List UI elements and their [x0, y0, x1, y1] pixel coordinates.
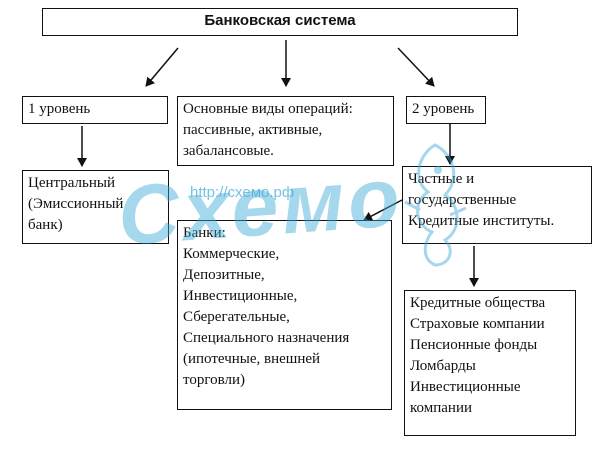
credit-organizations-box: Кредитные общества Страховые компании Пе… [404, 290, 576, 436]
arrow-title-to-level2 [397, 47, 435, 87]
central-bank-line: банк) [28, 217, 63, 233]
credit-orgs-line: Страховые компании [410, 316, 545, 332]
operations-line: Основные виды операций: [183, 101, 353, 117]
banks-line: торговли) [183, 372, 246, 388]
arrow-private-to-banks [363, 199, 403, 221]
credit-orgs-line: Кредитные общества [410, 295, 546, 311]
credit-orgs-line: Ломбарды [410, 358, 476, 374]
central-bank-box: Центральный (Эмиссионный банк) [22, 170, 169, 244]
central-bank-line: (Эмиссионный [28, 196, 124, 212]
banks-line: Сберегательные, [183, 309, 290, 325]
credit-orgs-line: компании [410, 400, 472, 416]
level2-box: 2 уровень [406, 96, 486, 124]
banks-box: Банки: Коммерческие, Депозитные, Инвести… [177, 220, 392, 410]
level2-label: 2 уровень [412, 101, 475, 117]
private-institutions-line: Кредитные институты. [408, 213, 555, 229]
credit-orgs-line: Пенсионные фонды [410, 337, 538, 353]
banks-line: Коммерческие, [183, 246, 280, 262]
banks-line: Специального назначения [183, 330, 350, 346]
credit-orgs-line: Инвестиционные [410, 379, 521, 395]
operations-box: Основные виды операций: пассивные, актив… [177, 96, 394, 166]
bank-system-title: Банковская система [204, 12, 356, 29]
private-institutions-line: государственные [408, 192, 517, 208]
private-institutions-line: Частные и [408, 171, 475, 187]
central-bank-line: Центральный [28, 175, 116, 191]
arrow-title-to-level1 [145, 47, 179, 87]
level1-label: 1 уровень [28, 101, 91, 117]
level1-box: 1 уровень [22, 96, 168, 124]
private-institutions-box: Частные и государственные Кредитные инст… [402, 166, 592, 244]
banks-line: Депозитные, [183, 267, 265, 283]
bank-system-title-box: Банковская система [42, 8, 518, 36]
banks-line: (ипотечные, внешней [183, 351, 321, 367]
banks-line: Банки: [183, 225, 226, 241]
operations-line: пассивные, активные, [183, 122, 323, 138]
operations-line: забалансовые. [183, 143, 274, 159]
banks-line: Инвестиционные, [183, 288, 298, 304]
